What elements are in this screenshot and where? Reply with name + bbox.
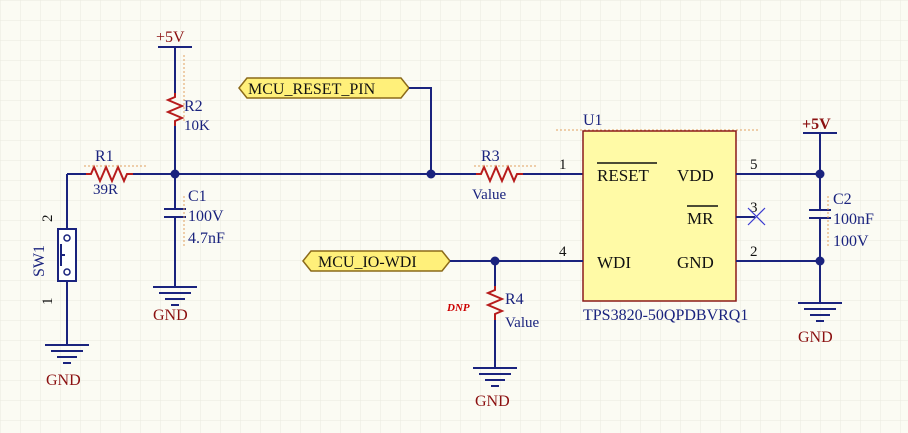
r2-resistor[interactable] (165, 93, 185, 126)
r1-ref: R1 (95, 148, 114, 165)
no-connect-mr-icon (747, 207, 766, 226)
u1-pin3-number: 3 (750, 200, 758, 216)
gnd-label-c1: GND (153, 307, 188, 324)
c1-value1: 100V (188, 208, 224, 225)
u1-pin2-number: 2 (750, 244, 758, 260)
power-5v-top-label: +5V (156, 29, 185, 46)
u1-pin-reset-name: RESET (597, 166, 650, 185)
port-mcu-reset-pin-label: MCU_RESET_PIN (248, 81, 376, 98)
c1-ref: C1 (188, 188, 207, 205)
c2-value2: 100V (833, 233, 869, 250)
u1-pin-gnd-name: GND (677, 253, 714, 272)
r4-value: Value (505, 315, 539, 331)
r4-dnp-flag: DNP (446, 302, 470, 314)
u1-pin-mr-name: MR (687, 209, 714, 228)
u1-pin1-number: 1 (559, 157, 567, 173)
junction-vdd (815, 169, 825, 179)
c2-ref: C2 (833, 191, 852, 208)
u1-pin-vdd-name: VDD (677, 166, 714, 185)
r4-ref: R4 (505, 291, 524, 308)
gnd-symbol-c2 (798, 302, 842, 322)
sw1-pin2-number: 2 (40, 215, 56, 223)
r3-resistor[interactable] (476, 164, 523, 184)
gnd-symbol-sw1 (45, 344, 89, 364)
gnd-symbol-c1 (153, 286, 197, 306)
junction-gnd (815, 256, 825, 266)
u1-pin-wdi-name: WDI (597, 253, 631, 272)
r2-ref: R2 (184, 98, 203, 115)
port-mcu-io-wdi-label: MCU_IO-WDI (318, 254, 417, 271)
gnd-label-r4: GND (475, 393, 510, 410)
r3-value: Value (472, 187, 506, 203)
r1-resistor[interactable] (86, 164, 133, 184)
sw1-ref: SW1 (31, 245, 48, 277)
r2-value: 10K (184, 118, 210, 134)
sw1-switch[interactable] (57, 174, 77, 345)
power-5v-right-label: +5V (802, 116, 831, 133)
r3-ref: R3 (481, 148, 500, 165)
sw1-pin1-number: 1 (40, 298, 56, 306)
u1-pin4-number: 4 (559, 244, 567, 260)
u1-part-number: TPS3820-50QPDBVRQ1 (583, 307, 748, 324)
gnd-symbol-r4 (473, 367, 517, 387)
gnd-label-c2: GND (798, 329, 833, 346)
gnd-label-sw1: GND (46, 372, 81, 389)
u1-ic-body[interactable] (582, 130, 737, 302)
c1-value2: 4.7nF (188, 230, 225, 247)
r4-resistor[interactable] (485, 286, 505, 320)
wire-reset-port (409, 87, 432, 174)
u1-pin5-number: 5 (750, 157, 758, 173)
c2-value1: 100nF (833, 211, 874, 228)
u1-ref: U1 (583, 112, 603, 129)
r1-value: 39R (93, 182, 118, 198)
